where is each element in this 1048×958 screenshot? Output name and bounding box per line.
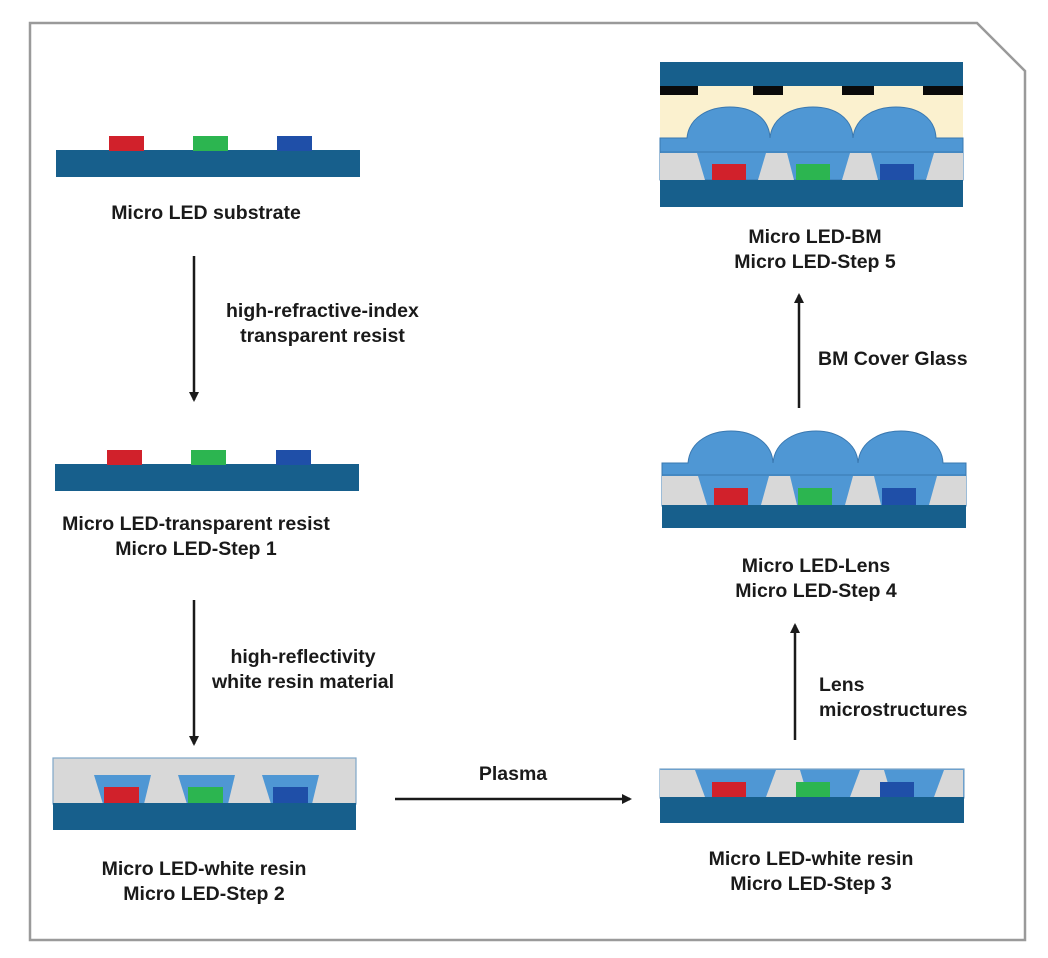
substrate-layer [660, 180, 963, 207]
transition-label-line: BM Cover Glass [818, 348, 968, 370]
led-blue [276, 450, 311, 465]
stage-label-line: Micro LED-Step 4 [735, 580, 897, 602]
stage-label-line: Micro LED substrate [111, 202, 301, 224]
transition-label-bm-cover-glass: BM Cover Glass [818, 347, 968, 372]
stage-label-line: Micro LED-transparent resist [62, 513, 330, 535]
stage-substrate-figure [56, 136, 360, 177]
stage-label-step1: Micro LED-transparent resist Micro LED-S… [62, 512, 330, 562]
led-red [714, 488, 748, 505]
white-resin-wall [845, 476, 881, 505]
lens-layer [661, 430, 967, 507]
led-blue [880, 164, 914, 180]
led-red [712, 164, 746, 180]
transition-label-transparent-resist: high-refractive-index transparent resist [226, 299, 419, 349]
substrate-layer [55, 464, 359, 491]
transition-label-line: Lens [819, 674, 865, 696]
led-green [193, 136, 228, 151]
stage-label-line: Micro LED-Step 2 [123, 883, 285, 905]
white-resin-wall [662, 476, 707, 505]
transition-label-line: white resin material [212, 671, 395, 693]
white-resin-wall [842, 153, 878, 180]
substrate-layer [56, 150, 360, 177]
black-matrix [660, 86, 698, 95]
stage-label-step2: Micro LED-white resin Micro LED-Step 2 [102, 857, 307, 907]
led-red [107, 450, 142, 465]
stage-label-line: Micro LED-white resin [708, 848, 914, 870]
transition-label-line: microstructures [819, 699, 968, 721]
led-blue [277, 136, 312, 151]
diagram-frame [28, 21, 1027, 942]
stage-label-line: Micro LED-BM [748, 226, 882, 248]
led-red [104, 787, 139, 804]
transition-label-white-resin: high-reflectivity white resin material [212, 645, 394, 695]
black-matrix [923, 86, 963, 95]
white-resin-wall [929, 476, 966, 505]
stage-label-step3: Micro LED-white resin Micro LED-Step 3 [709, 847, 914, 897]
transition-label-plasma: Plasma [479, 762, 547, 787]
stage-step5-figure [659, 62, 964, 207]
transition-label-line: transparent resist [240, 325, 405, 347]
black-matrix [842, 86, 874, 95]
stage-label-step4: Micro LED-Lens Micro LED-Step 4 [735, 554, 896, 604]
white-resin-wall [926, 153, 963, 180]
led-red [712, 782, 746, 798]
lens-layer [659, 106, 964, 181]
stage-label-line: Micro LED-Step 5 [734, 251, 896, 273]
substrate-layer [53, 803, 356, 830]
cover-glass-layer [660, 62, 963, 86]
led-blue [273, 787, 308, 804]
stage-label-line: Micro LED-Lens [741, 555, 891, 577]
white-resin-wall [758, 153, 794, 180]
stage-step3-figure [659, 768, 965, 823]
led-green [796, 782, 830, 798]
substrate-layer [660, 797, 964, 823]
stage-label-line: Micro LED-Step 1 [115, 538, 277, 560]
transition-label-line: high-reflectivity [230, 646, 376, 668]
led-blue [880, 782, 914, 798]
led-green [796, 164, 830, 180]
transition-label-line: Plasma [478, 763, 548, 785]
stage-step4-figure [661, 430, 967, 528]
stage-label-substrate: Micro LED substrate [111, 201, 301, 226]
transition-label-lens: Lens microstructures [819, 673, 967, 723]
white-resin-wall [934, 770, 963, 797]
transition-label-line: high-refractive-index [226, 300, 419, 322]
stage-step1-figure [55, 450, 359, 491]
black-matrix [753, 86, 783, 95]
stage-label-line: Micro LED-Step 3 [730, 873, 892, 895]
led-green [188, 787, 223, 804]
led-green [191, 450, 226, 465]
led-red [109, 136, 144, 151]
substrate-layer [662, 505, 966, 528]
led-blue [882, 488, 916, 505]
white-resin-wall [761, 476, 797, 505]
stage-label-step5: Micro LED-BM Micro LED-Step 5 [734, 225, 895, 275]
led-green [798, 488, 832, 505]
white-resin-wall [660, 153, 705, 180]
white-resin-wall [660, 770, 705, 797]
stage-step2-figure [52, 757, 357, 830]
stage-label-line: Micro LED-white resin [101, 858, 307, 880]
